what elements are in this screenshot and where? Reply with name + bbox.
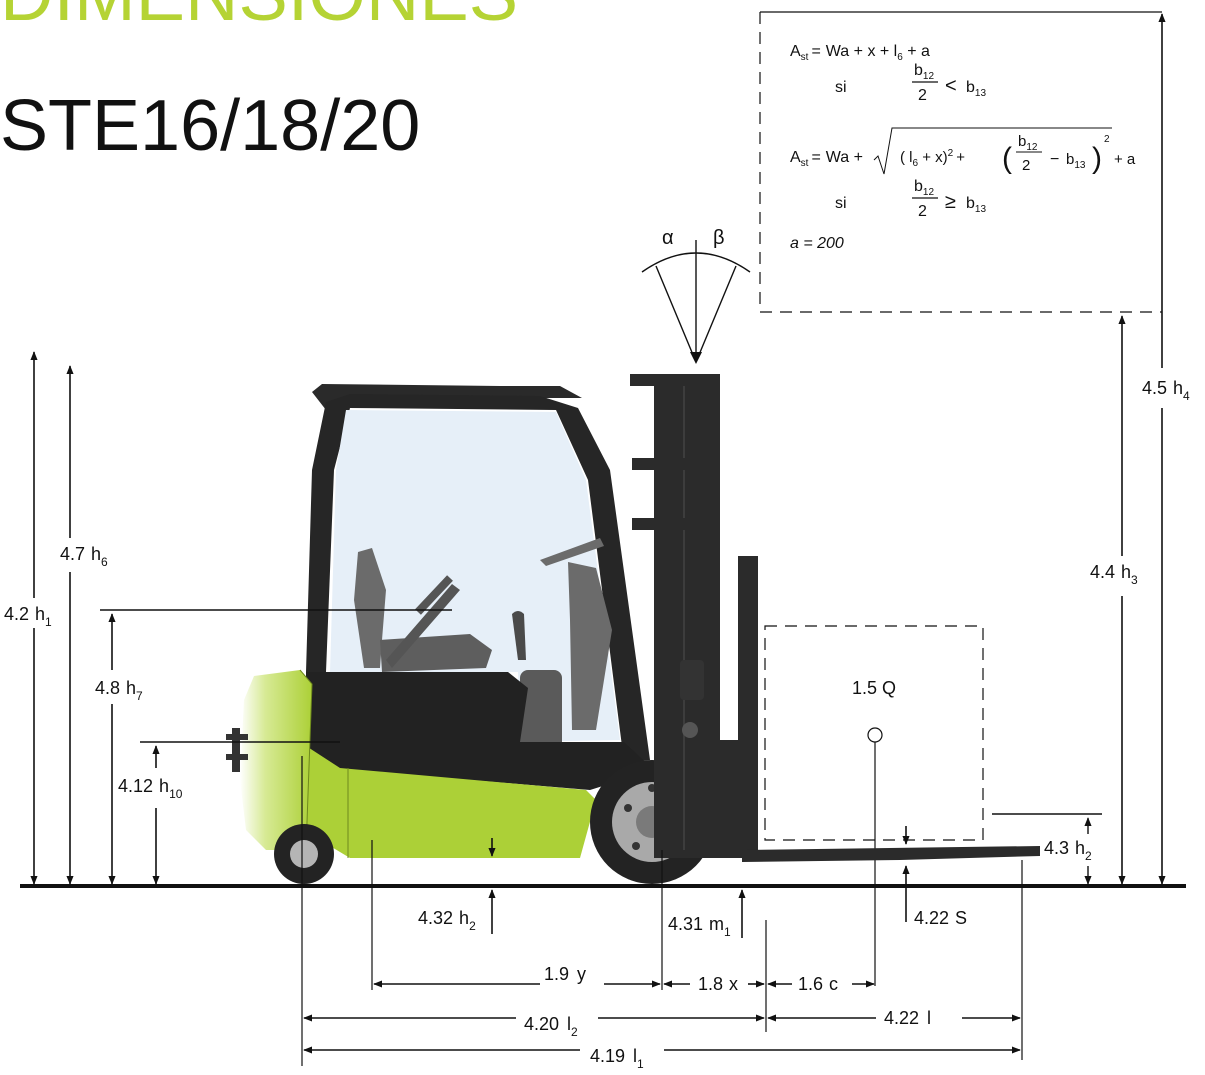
alpha-label: α bbox=[662, 227, 674, 249]
beta-label: β bbox=[713, 227, 725, 249]
load-label: 1.5 Q bbox=[852, 678, 896, 698]
svg-text:b13: b13 bbox=[966, 195, 986, 215]
svg-text:4.2h1: 4.2h1 bbox=[4, 604, 52, 629]
svg-text:+ a: + a bbox=[1114, 151, 1136, 168]
svg-text:b13: b13 bbox=[1066, 151, 1086, 171]
svg-text:4.8h7: 4.8h7 bbox=[95, 678, 143, 703]
svg-text:Ast=Wa + x + l6 + a: Ast=Wa + x + l6 + a bbox=[790, 43, 930, 63]
svg-text:2: 2 bbox=[918, 203, 927, 220]
svg-text:): ) bbox=[1092, 142, 1102, 175]
svg-text:(: ( bbox=[1002, 142, 1012, 175]
section-title: DIMENSIONES bbox=[0, 0, 518, 36]
svg-text:4.7h6: 4.7h6 bbox=[60, 544, 108, 569]
svg-text:4.22S: 4.22S bbox=[914, 908, 967, 928]
svg-text:1.9y: 1.9y bbox=[544, 964, 586, 984]
svg-text:( l6 + x)2+: ( l6 + x)2+ bbox=[900, 148, 965, 169]
svg-text:b12: b12 bbox=[914, 62, 934, 82]
tilt-angle-symbol: α β bbox=[641, 227, 751, 364]
svg-text:<: < bbox=[945, 75, 957, 97]
svg-text:4.4h3: 4.4h3 bbox=[1090, 562, 1138, 587]
model-title: STE16/18/20 bbox=[0, 86, 420, 166]
svg-text:4.3h2: 4.3h2 bbox=[1044, 838, 1092, 863]
formula-ast: A bbox=[790, 43, 801, 60]
formula-box bbox=[759, 11, 1162, 313]
svg-text:Ast=Wa +: Ast=Wa + bbox=[790, 149, 863, 169]
svg-text:2: 2 bbox=[1104, 134, 1110, 145]
svg-text:−: − bbox=[1050, 151, 1059, 168]
svg-text:b13: b13 bbox=[966, 79, 986, 99]
svg-text:≥: ≥ bbox=[945, 191, 956, 213]
svg-text:1.8x: 1.8x bbox=[698, 974, 738, 994]
svg-text:4.22l: 4.22l bbox=[884, 1008, 931, 1028]
svg-text:b12: b12 bbox=[1018, 133, 1038, 153]
formula-a-value: a = 200 bbox=[790, 235, 844, 252]
svg-text:4.5h4: 4.5h4 bbox=[1142, 378, 1190, 403]
load-box: 1.5 Q bbox=[764, 625, 984, 986]
svg-text:2: 2 bbox=[918, 87, 927, 104]
formula-si-2: si bbox=[835, 195, 847, 212]
svg-text:b12: b12 bbox=[914, 178, 934, 198]
extension-lines bbox=[301, 756, 1023, 1066]
formula-si-1: si bbox=[835, 79, 847, 96]
svg-text:2: 2 bbox=[1022, 157, 1030, 174]
forklift bbox=[226, 374, 1040, 884]
svg-text:1.6c: 1.6c bbox=[798, 974, 838, 994]
formula: Ast=Wa + x + l6 + a si b12 2 < b13 Ast=W… bbox=[790, 43, 1136, 252]
